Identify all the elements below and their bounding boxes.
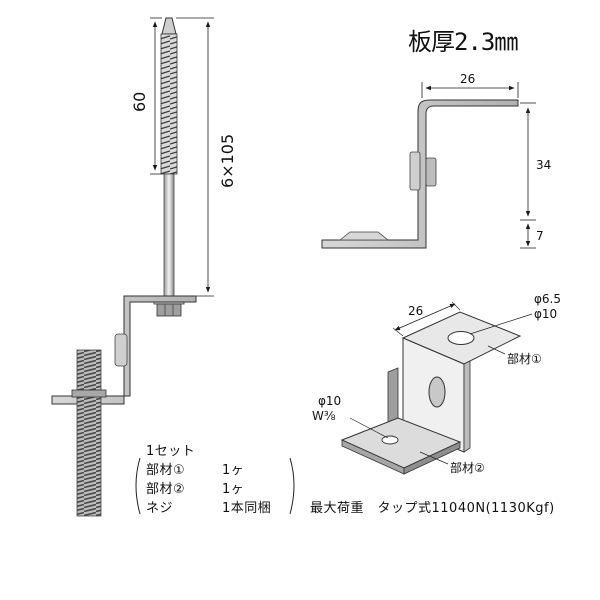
screw-tip [161,17,177,35]
screw-figure [150,17,214,317]
bottom-hole-size-1: φ10 [318,394,342,408]
screw-hex-head [156,303,182,317]
bottom-hole-size-2: W⅜ [312,409,336,423]
screw-bracket-figure [51,295,197,517]
side-dim-width-label: 26 [460,72,476,86]
max-load-text: 最大荷重 タップ式11040N(1130Kgf) [310,501,555,516]
kit-item-3-qty: 1本同梱 [222,501,272,516]
part1-label: 部材① [507,352,542,366]
side-bracket-figure [321,82,536,249]
thickness-title: 板厚2.3㎜ [408,28,518,56]
iso-bracket-figure [340,301,533,475]
side-dim-height-label: 34 [536,158,552,172]
kit-item-2-qty: 1ヶ [222,482,245,497]
iso-dim-width-label: 26 [408,304,424,318]
top-hole-size-2: φ10 [534,307,558,321]
part2-label: 部材② [450,461,485,475]
side-dim-lower-label: 7 [536,229,544,243]
dim-thread-label: 60 [130,91,149,112]
kit-heading: 1セット [146,444,196,459]
bracket-bolt-boss [114,333,128,367]
top-hole-size-1: φ6.5 [534,292,561,306]
kit-item-3-name: ネジ [146,501,174,516]
kit-item-1-qty: 1ヶ [222,463,245,478]
kit-item-1-name: 部材① [146,463,186,478]
stud-bolt [76,349,102,517]
kit-item-2-name: 部材② [146,482,186,497]
screw-shank [163,173,175,297]
screw-thread [160,33,178,175]
dim-size-label: 6×105 [218,133,237,188]
stud-nut [71,389,107,398]
